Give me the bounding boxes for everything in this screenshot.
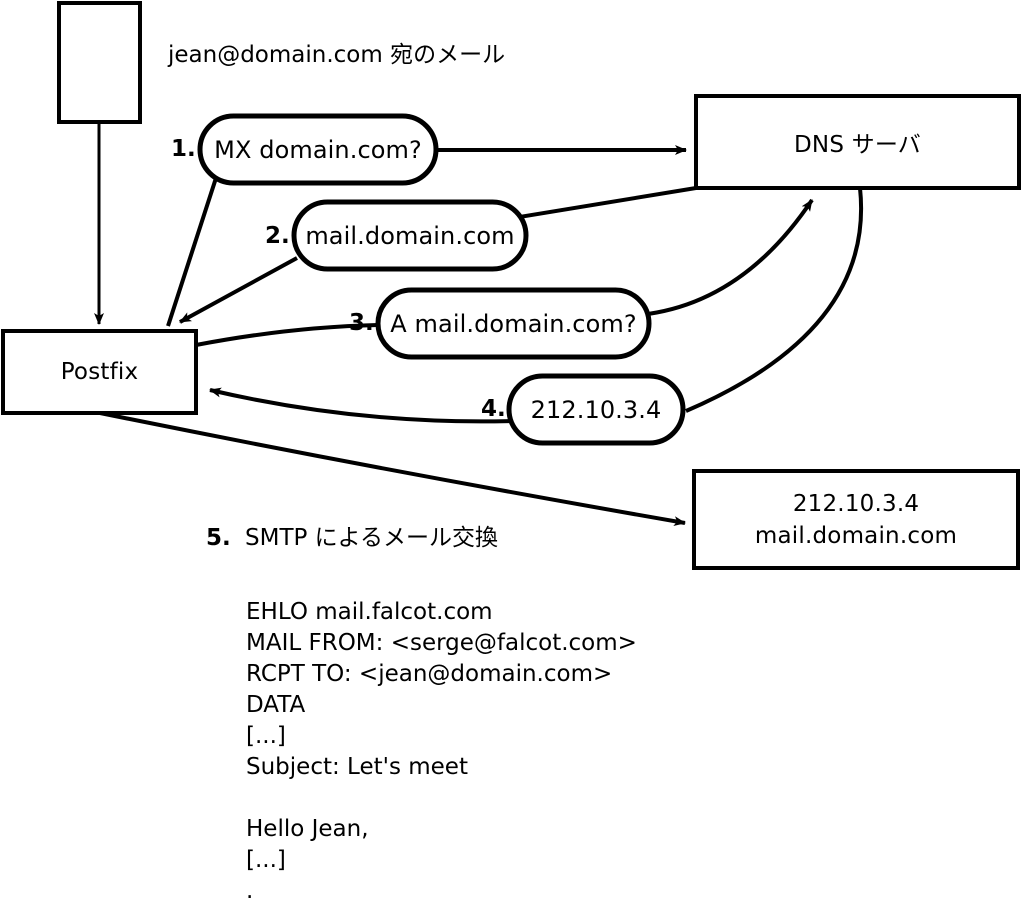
- step-1-number: 1.: [171, 136, 196, 162]
- step1-callout-shape: [197, 113, 439, 186]
- dns-node-label: DNS サーバ: [794, 132, 921, 158]
- connector-postfix-to-step1: [166, 177, 218, 327]
- postfix-node-shape: [1, 329, 198, 415]
- step-3-label: A mail.domain.com?: [390, 309, 637, 338]
- connector-step2-to-postfix: [179, 256, 298, 324]
- connector-dns-to-step4: [685, 187, 864, 413]
- connector-postfix-to-mailserver: [99, 411, 686, 527]
- source-node-shape: [57, 1, 142, 124]
- step-3-number: 3.: [349, 310, 374, 336]
- mail-destination-note: jean@domain.com 宛のメール: [168, 42, 506, 68]
- step-1-label: MX domain.com?: [214, 135, 422, 164]
- postfix-node-label: Postfix: [60, 359, 139, 385]
- dns-node-shape: [694, 94, 1021, 190]
- smtp-transcript: EHLO mail.falcot.com MAIL FROM: <serge@f…: [246, 599, 637, 904]
- connector-step3-to-dns: [647, 198, 814, 316]
- mailserver-hostname: mail.domain.com: [754, 522, 958, 549]
- step2-callout-shape: [291, 199, 529, 272]
- step-2-label: mail.domain.com: [305, 221, 515, 250]
- step-5-number: 5.: [206, 525, 231, 551]
- step3-callout-shape: [375, 287, 652, 360]
- step-2-number: 2.: [265, 223, 290, 249]
- step-4-label: 212.10.3.4: [530, 395, 662, 424]
- connector-step4-to-postfix: [209, 387, 513, 424]
- connector-postfix-to-step3: [195, 323, 379, 347]
- mailserver-ip: 212.10.3.4: [792, 490, 920, 517]
- mailserver-node-shape: [692, 469, 1020, 570]
- step-5-label: SMTP によるメール交換: [245, 525, 498, 551]
- step4-callout-shape: [506, 373, 686, 446]
- step-4-number: 4.: [481, 396, 506, 422]
- mailserver-node-label: 212.10.3.4 mail.domain.com: [694, 471, 1018, 568]
